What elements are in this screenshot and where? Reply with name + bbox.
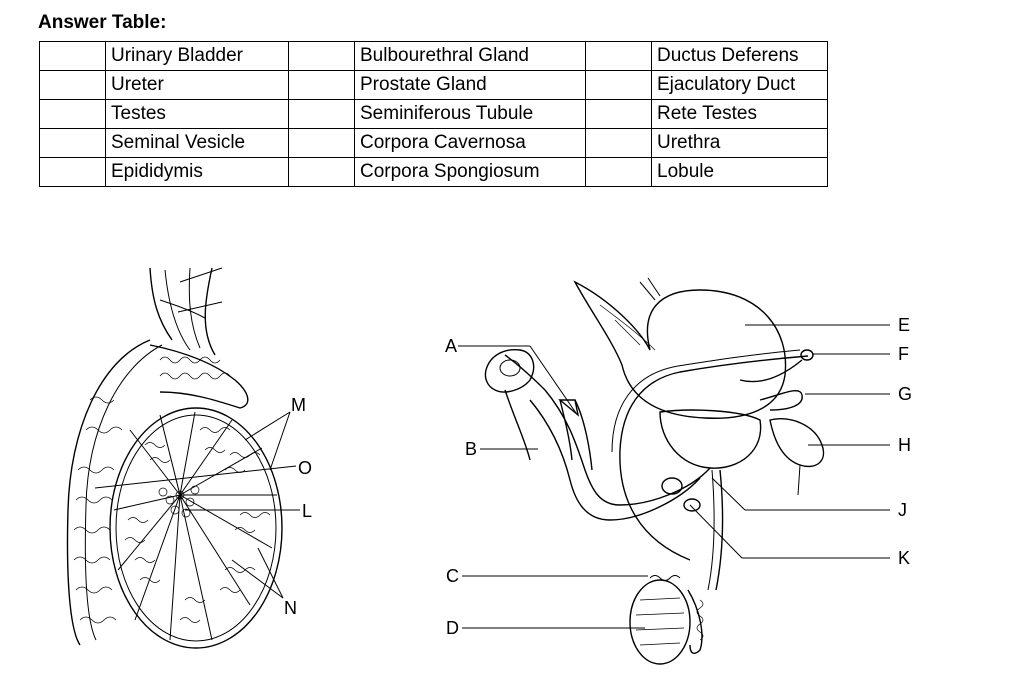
term-cell: Prostate Gland (354, 70, 586, 100)
answer-blank[interactable] (585, 99, 652, 129)
label-N: N (284, 598, 297, 618)
label-E: E (898, 315, 910, 335)
term-cell: Urinary Bladder (105, 41, 289, 71)
term-cell: Seminal Vesicle (105, 128, 289, 158)
term-cell: Rete Testes (651, 99, 828, 129)
term-cell: Corpora Cavernosa (354, 128, 586, 158)
term-cell: Seminiferous Tubule (354, 99, 586, 129)
testis-section-illustration (66, 267, 300, 649)
table-row: Testes Seminiferous Tubule Rete Testes (39, 99, 828, 129)
term-cell: Ductus Deferens (651, 41, 828, 71)
table-row: Urinary Bladder Bulbourethral Gland Duct… (39, 41, 828, 71)
term-cell: Testes (105, 99, 289, 129)
label-G: G (898, 384, 912, 404)
answer-blank[interactable] (288, 157, 355, 187)
answer-blank[interactable] (39, 157, 106, 187)
answer-blank[interactable] (585, 157, 652, 187)
label-C: C (446, 566, 459, 586)
label-J: J (898, 500, 907, 520)
answer-blank[interactable] (288, 70, 355, 100)
term-cell: Urethra (651, 128, 828, 158)
label-H: H (898, 435, 911, 455)
answer-table: Urinary Bladder Bulbourethral Gland Duct… (39, 41, 828, 187)
label-B: B (465, 439, 477, 459)
label-L: L (302, 501, 312, 521)
table-row: Seminal Vesicle Corpora Cavernosa Urethr… (39, 128, 828, 158)
label-K: K (898, 548, 910, 568)
answer-blank[interactable] (39, 41, 106, 71)
term-cell: Epididymis (105, 157, 289, 187)
term-cell: Ejaculatory Duct (651, 70, 828, 100)
reproductive-organs-illustration (458, 277, 890, 665)
label-D: D (446, 618, 459, 638)
term-cell: Lobule (651, 157, 828, 187)
label-F: F (898, 344, 909, 364)
answer-table-title: Answer Table: (38, 12, 167, 33)
label-A: A (445, 336, 457, 356)
label-M: M (291, 395, 306, 415)
label-O: O (298, 458, 312, 478)
table-row: Epididymis Corpora Spongiosum Lobule (39, 157, 828, 187)
term-cell: Bulbourethral Gland (354, 41, 586, 71)
